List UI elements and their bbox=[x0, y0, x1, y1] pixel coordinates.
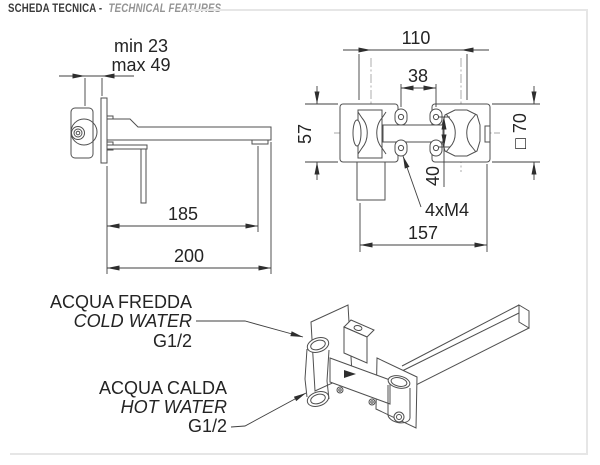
dim-handle-centers: 110 bbox=[402, 28, 431, 48]
front-left-broach bbox=[357, 111, 387, 155]
dim-lug-spacing: 38 bbox=[408, 66, 428, 86]
iso-valve-screw bbox=[396, 414, 402, 420]
iso-screw bbox=[370, 400, 374, 404]
side-screw-inner bbox=[75, 130, 81, 136]
iso-screw bbox=[368, 398, 376, 406]
side-view-drawing: min 23 max 49 185 200 bbox=[59, 36, 272, 274]
dim-total-length: 200 bbox=[174, 246, 204, 266]
front-lug bbox=[394, 139, 408, 157]
front-lug bbox=[394, 108, 408, 126]
front-connecting-bar bbox=[382, 124, 444, 143]
dim-depth-max: max 49 bbox=[111, 55, 170, 75]
header-title-italian: SCHEDA TECNICA - bbox=[8, 3, 103, 15]
iso-spout-edge bbox=[397, 310, 524, 374]
front-lug-screw bbox=[432, 144, 440, 152]
leader-line bbox=[402, 155, 422, 208]
iso-hot-body bbox=[304, 378, 308, 398]
cold-leader-line bbox=[196, 320, 304, 338]
dim-plate-size: □ 70 bbox=[510, 113, 530, 149]
side-wall-plate bbox=[100, 97, 108, 164]
iso-hot-inlet-bore bbox=[310, 393, 326, 405]
hot-water-label-en: HOT WATER bbox=[121, 397, 227, 417]
dim-screw-spacing: 40 bbox=[423, 166, 443, 186]
iso-screw bbox=[338, 388, 342, 392]
hot-water-label-it: ACQUA CALDA bbox=[99, 378, 227, 398]
header-title-english: TECHNICAL FEATURES bbox=[108, 3, 222, 15]
iso-screw bbox=[336, 386, 344, 394]
page-header: SCHEDA TECNICA - TECHNICAL FEATURES bbox=[8, 3, 221, 15]
dim-depth-min: min 23 bbox=[114, 36, 168, 56]
connection-labels: ACQUA FREDDA COLD WATER G1/2 ACQUA CALDA… bbox=[50, 292, 307, 436]
iso-spout-edge bbox=[403, 327, 530, 392]
dim-body-height: 57 bbox=[295, 124, 315, 144]
side-aerator bbox=[251, 139, 269, 145]
iso-cold-body bbox=[326, 349, 330, 382]
iso-valve-top-bore bbox=[390, 377, 408, 387]
hot-leader-line bbox=[230, 392, 307, 428]
cold-water-label-en: COLD WATER bbox=[74, 311, 192, 331]
dim-overall-width: 157 bbox=[408, 223, 438, 243]
cold-water-label-it: ACQUA FREDDA bbox=[50, 292, 192, 312]
iso-bracket-front bbox=[343, 326, 368, 364]
side-cartridge-circle bbox=[70, 118, 98, 146]
front-lower-housing bbox=[356, 161, 386, 201]
front-right-port bbox=[484, 125, 491, 143]
iso-manifold-bar bbox=[329, 357, 391, 405]
isometric-view-drawing bbox=[304, 304, 530, 429]
iso-bracket-hole bbox=[353, 325, 363, 331]
side-handle-lever bbox=[140, 148, 147, 204]
cold-water-thread: G1/2 bbox=[153, 331, 192, 351]
front-left-side-port bbox=[352, 119, 362, 147]
side-screw-mid bbox=[73, 128, 83, 138]
front-right-broach bbox=[445, 113, 477, 153]
iso-spout-edge bbox=[401, 304, 520, 367]
iso-valve-screw bbox=[393, 411, 405, 423]
iso-spout-end-face bbox=[518, 304, 530, 329]
dim-reach: 185 bbox=[168, 204, 198, 224]
iso-valve-top-ring bbox=[387, 375, 411, 389]
side-spout bbox=[106, 118, 272, 141]
hot-water-thread: G1/2 bbox=[188, 416, 227, 436]
iso-valve-bottom bbox=[387, 413, 411, 424]
side-handle-base bbox=[106, 144, 148, 150]
front-lug-screw bbox=[397, 144, 405, 152]
iso-hot-inlet-opening bbox=[306, 391, 330, 407]
page-frame-border bbox=[10, 9, 588, 455]
iso-cold-body bbox=[304, 348, 308, 380]
front-lug-screw bbox=[397, 113, 405, 121]
side-screw-outer bbox=[71, 126, 85, 140]
screws-note: 4xM4 bbox=[425, 200, 469, 220]
iso-flow-arrow bbox=[344, 370, 356, 378]
iso-cold-inlet-bore bbox=[310, 339, 326, 351]
front-lug bbox=[429, 139, 443, 157]
front-view-drawing: 110 38 57 □ 70 40 bbox=[295, 28, 540, 252]
